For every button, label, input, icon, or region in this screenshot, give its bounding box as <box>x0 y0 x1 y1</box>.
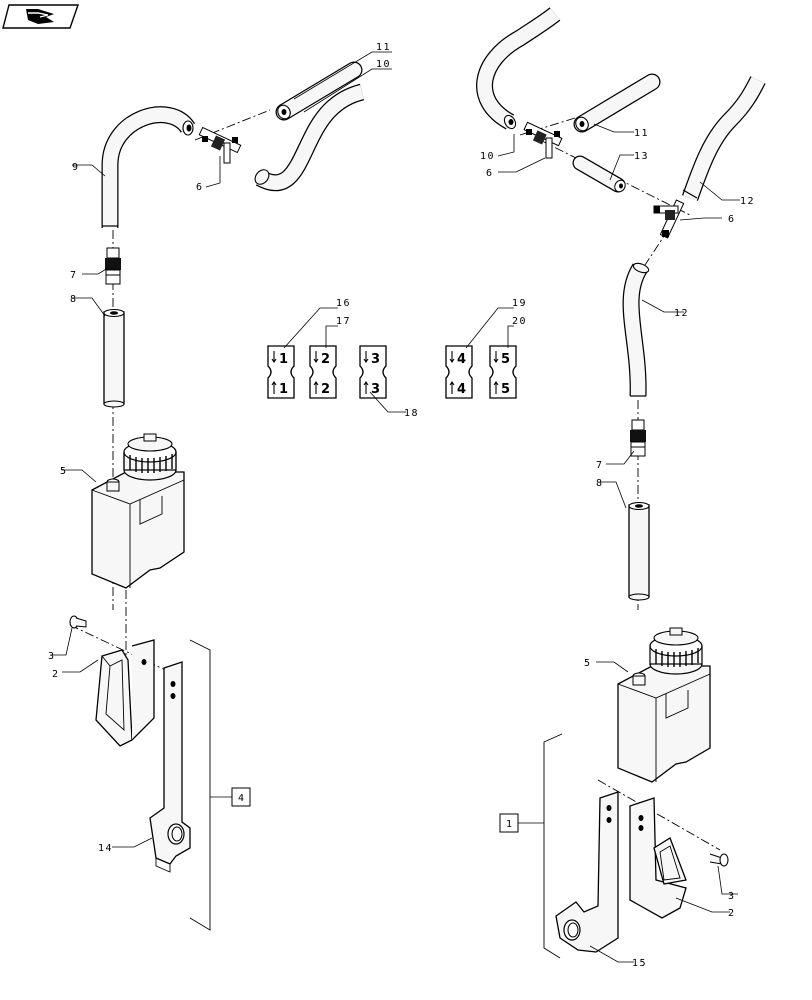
hose-tag-4-bottom-number: 4 <box>457 382 466 397</box>
bracket-15 <box>555 791 619 953</box>
callout-6-right-a: 6 <box>486 168 494 179</box>
callout-8-right: 8 <box>596 478 604 489</box>
tee-fitting-6-left <box>198 126 242 164</box>
tee-fitting-6-right-b <box>653 199 685 239</box>
callout-16: 16 <box>336 298 351 309</box>
connector-7-right <box>630 419 646 457</box>
reservoir-5-right <box>617 627 711 783</box>
hose-13 <box>572 155 626 193</box>
callout-12-upper: 12 <box>740 196 755 207</box>
hose-tag-3-bottom-number: 3 <box>371 382 380 397</box>
callout-7-left: 7 <box>70 270 78 281</box>
right-assembly <box>476 7 766 959</box>
callout-labels: 11 10 9 6 7 8 5 3 2 14 4 10 11 6 13 12 6… <box>48 42 755 969</box>
hose-tag-1: 11 <box>267 345 295 399</box>
bracket-2-left <box>95 639 155 747</box>
callout-17: 17 <box>336 316 351 327</box>
callout-1: 1 <box>506 819 512 830</box>
callout-15: 15 <box>632 958 647 969</box>
callout-10-right: 10 <box>480 151 495 162</box>
hose-tag-1-bottom-number: 1 <box>279 382 288 397</box>
callout-13: 13 <box>634 151 649 162</box>
hose-tag-5-top-number: 5 <box>501 352 510 367</box>
hose-tag-3-top-number: 3 <box>371 352 380 367</box>
hose-9 <box>101 106 196 228</box>
callout-18: 18 <box>404 408 419 419</box>
callout-3-right: 3 <box>728 891 736 902</box>
hose-tag-4: 44 <box>445 345 473 399</box>
reservoir-5-left <box>91 433 185 589</box>
hose-tag-2: 22 <box>309 345 337 399</box>
bracket-2-right <box>629 797 687 919</box>
next-page-arrow-icon[interactable] <box>2 4 79 29</box>
callout-6-left: 6 <box>196 182 204 193</box>
callout-9: 9 <box>72 162 80 173</box>
hose-tag-2-top-number: 2 <box>321 352 330 367</box>
hose-tag-2-bottom-number: 2 <box>321 382 330 397</box>
hose-10-left <box>254 83 365 192</box>
hose-11-left <box>275 61 363 121</box>
callout-10-left: 10 <box>376 59 391 70</box>
callout-20: 20 <box>512 316 527 327</box>
tee-fitting-6-right-a <box>523 121 563 159</box>
hose-12-upper <box>681 76 766 201</box>
callout-8-left: 8 <box>70 294 78 305</box>
hose-tag-5-bottom-number: 5 <box>501 382 510 397</box>
callout-3-left: 3 <box>48 651 56 662</box>
bolt-3-left <box>69 615 87 629</box>
callout-12-lower: 12 <box>674 308 689 319</box>
hose-tag-1-top-number: 1 <box>279 352 288 367</box>
callout-2-right: 2 <box>728 908 736 919</box>
connector-7-left <box>105 247 121 285</box>
callout-11-left: 11 <box>376 42 391 53</box>
callout-2-left: 2 <box>52 669 60 680</box>
hose-tag-5: 55 <box>489 345 517 399</box>
callout-7-right: 7 <box>596 460 604 471</box>
callout-5-left: 5 <box>60 466 68 477</box>
tube-8-left <box>103 308 125 408</box>
leader-lines <box>52 51 740 963</box>
hose-11-right <box>573 73 661 133</box>
bracket-14 <box>149 661 191 873</box>
left-assembly <box>69 61 365 931</box>
hose-12-lower <box>622 262 650 397</box>
callout-14: 14 <box>98 843 113 854</box>
hose-tag-4-top-number: 4 <box>457 352 466 367</box>
hose-tag-3: 33 <box>359 345 387 399</box>
callout-5-right: 5 <box>584 658 592 669</box>
bolt-3-right <box>709 853 729 867</box>
callout-4: 4 <box>238 793 244 804</box>
tube-8-right <box>628 501 650 601</box>
hose-10-right <box>476 7 561 130</box>
callout-11-right: 11 <box>634 128 649 139</box>
callout-19: 19 <box>512 298 527 309</box>
callout-6-right-b: 6 <box>728 214 736 225</box>
